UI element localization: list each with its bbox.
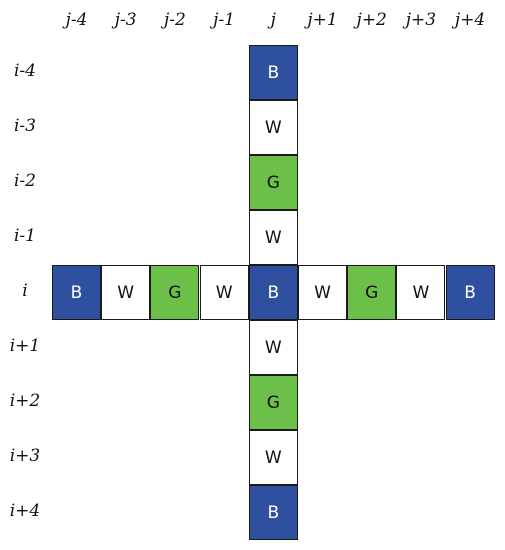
column-label: j+1	[307, 10, 338, 30]
column-label: j	[270, 10, 276, 30]
column-label: j-3	[114, 10, 137, 30]
horizontal-cell: W	[298, 265, 347, 320]
horizontal-cell: G	[347, 265, 397, 320]
row-label: i-4	[14, 61, 36, 81]
row-label: i-1	[14, 226, 36, 246]
horizontal-cell: W	[396, 265, 446, 320]
horizontal-cell: G	[150, 265, 200, 320]
horizontal-cell: B	[52, 265, 101, 320]
row-label: i+2	[9, 391, 41, 411]
column-label: j-4	[65, 10, 88, 30]
row-label: i-3	[14, 116, 36, 136]
row-label: i+1	[9, 336, 41, 356]
vertical-cell: B	[248, 45, 298, 100]
vertical-cell: B	[248, 485, 298, 540]
horizontal-cell: W	[199, 265, 249, 320]
row-label: i+3	[9, 446, 41, 466]
horizontal-cell: W	[101, 265, 151, 320]
vertical-cell: G	[248, 375, 298, 430]
column-label: j-2	[163, 10, 186, 30]
vertical-cell: G	[248, 155, 298, 210]
vertical-cell: W	[248, 430, 298, 485]
horizontal-cell: B	[248, 265, 298, 320]
row-label: i+4	[9, 501, 41, 521]
vertical-cell: W	[248, 320, 298, 375]
column-label: j+2	[356, 10, 387, 30]
column-label: j+4	[454, 10, 486, 30]
row-label: i	[22, 281, 28, 301]
vertical-cell: W	[248, 210, 298, 265]
column-label: j+3	[405, 10, 437, 30]
vertical-cell: W	[248, 100, 298, 155]
horizontal-cell: B	[445, 265, 495, 320]
row-label: i-2	[14, 171, 36, 191]
column-label: j-1	[213, 10, 236, 30]
